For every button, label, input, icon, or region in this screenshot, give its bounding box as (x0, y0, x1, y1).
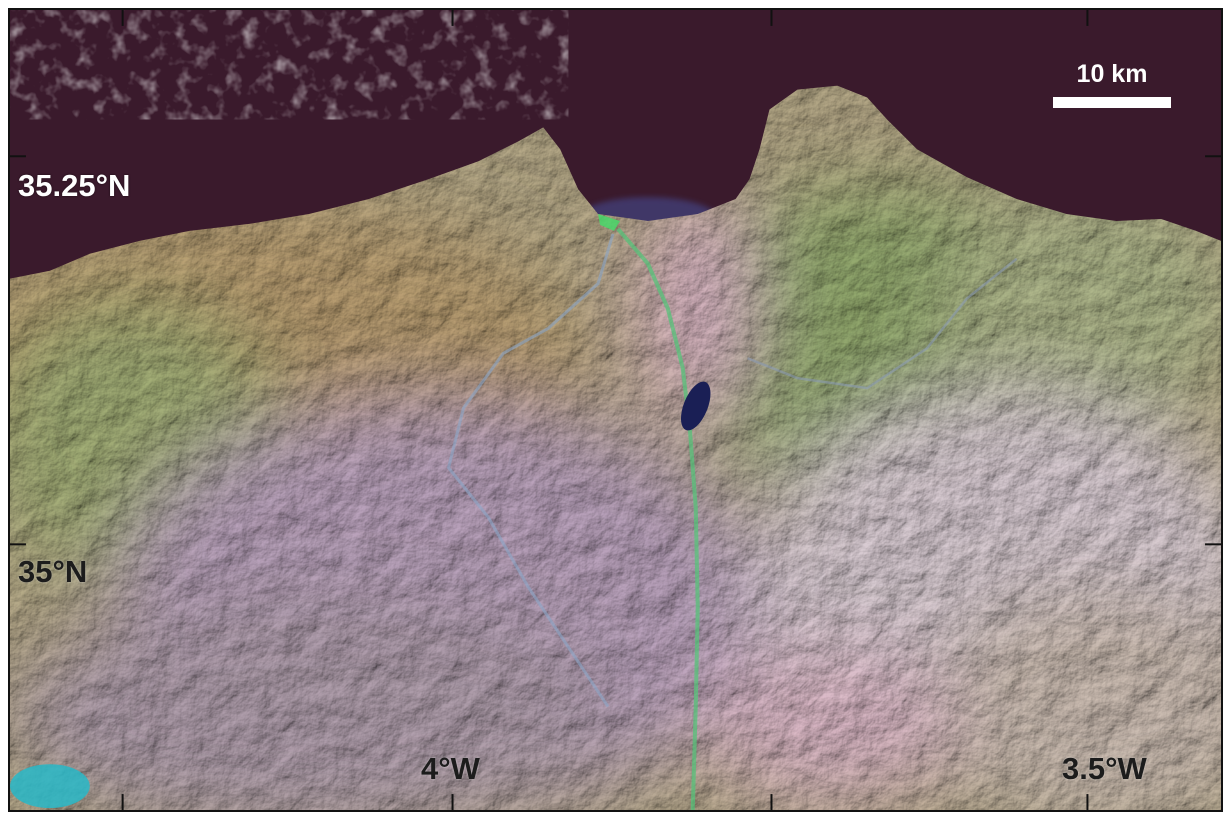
longitude-label-left: 4°W (421, 751, 480, 786)
tick-top-4 (1086, 10, 1089, 26)
satellite-image (10, 10, 1221, 810)
river-valley-east (747, 257, 1018, 390)
latitude-label-lower: 35°N (18, 554, 88, 589)
coastal-wetland (598, 213, 620, 231)
tick-top-2 (451, 10, 454, 26)
scale-bar-line (1053, 97, 1171, 108)
tick-left-1 (10, 155, 26, 158)
lake (680, 381, 711, 431)
tick-right-2 (1205, 543, 1221, 546)
land-area (10, 85, 1221, 810)
satellite-map-frame: 10 km 35.25°N 35°N 4°W 3.5°W (8, 8, 1223, 812)
latitude-label-upper: 35.25°N (18, 168, 131, 203)
river-valley-west (446, 233, 615, 708)
scale-bar-label: 10 km (1076, 60, 1148, 88)
tick-right-1 (1205, 155, 1221, 158)
longitude-label-right: 3.5°W (1062, 751, 1147, 786)
tick-top-1 (121, 10, 124, 26)
tick-left-2 (10, 543, 26, 546)
turquoise-reservoir (10, 764, 90, 809)
tick-bottom-3 (770, 794, 773, 810)
tick-top-3 (770, 10, 773, 26)
tick-bottom-1 (121, 794, 124, 810)
tick-bottom-2 (451, 794, 454, 810)
cloud-haze (10, 10, 569, 120)
tick-bottom-4 (1086, 794, 1089, 810)
scale-bar: 10 km (1053, 62, 1171, 108)
